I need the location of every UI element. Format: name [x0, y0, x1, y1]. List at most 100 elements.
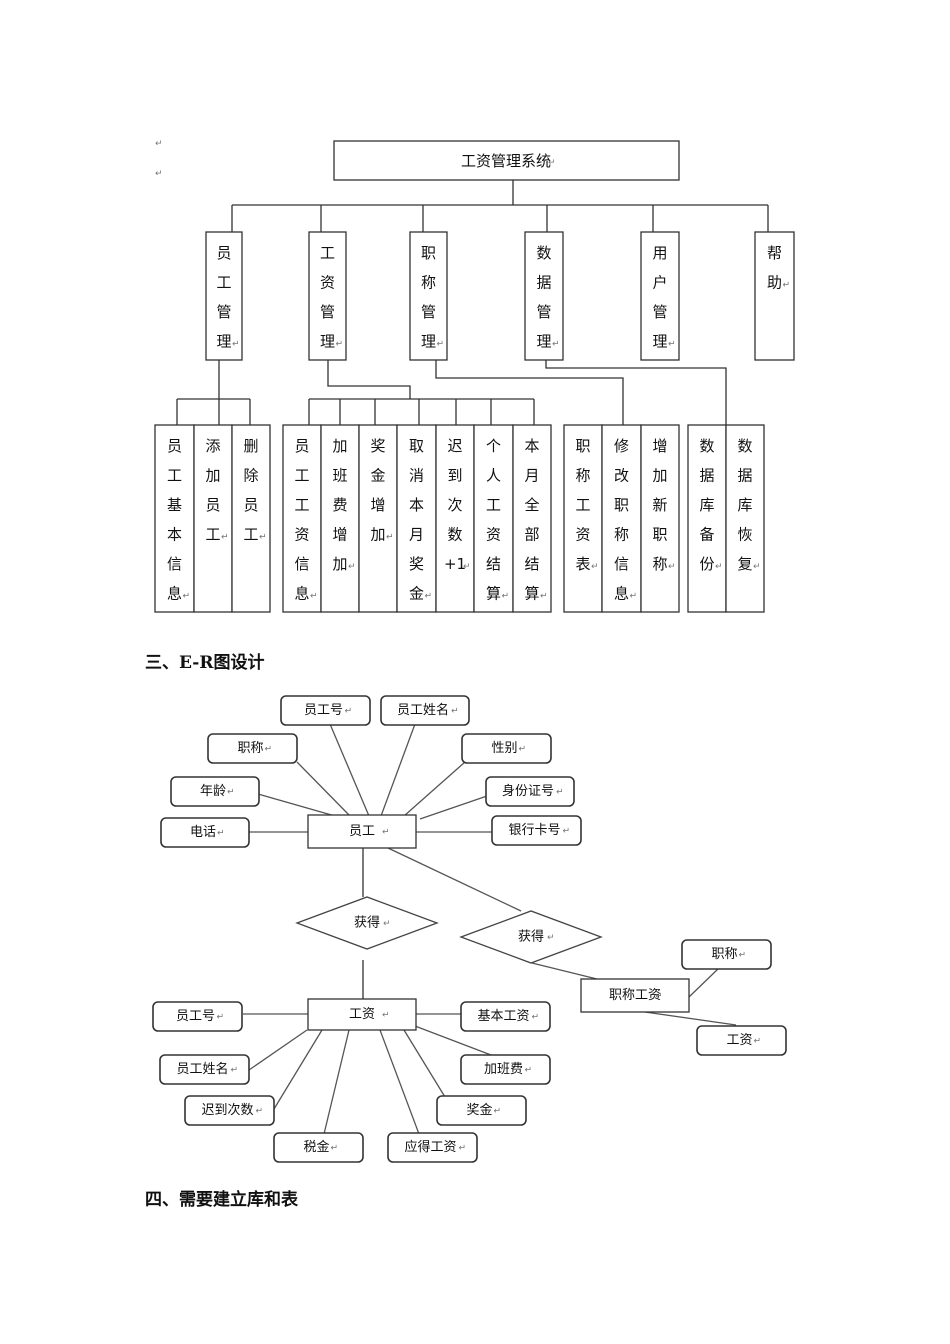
function-label-char: 信 — [167, 555, 182, 573]
paragraph-mark: ↵ — [386, 533, 394, 543]
entity-employee-label: 员工 — [349, 824, 375, 839]
relationship-label: 获得 — [518, 929, 544, 945]
paragraph-mark: ↵ — [183, 592, 191, 602]
paragraph-mark: ↵ — [655, 992, 663, 1002]
attr-overtime-pay-label: 加班费 — [484, 1062, 523, 1077]
relationship-label: 获得 — [354, 915, 380, 931]
attr-bank-card-label: 银行卡号 — [508, 823, 560, 838]
paragraph-mark: ↵ — [217, 829, 225, 839]
paragraph-mark: ↵ — [525, 1066, 533, 1076]
attr-gross-salary — [387, 1132, 478, 1163]
attr-ts-salary — [696, 1025, 787, 1056]
module-label-char: 户 — [652, 274, 667, 292]
function-label-char: 班 — [332, 467, 347, 485]
function-label-char: 增 — [370, 496, 385, 514]
function-label-char: 员 — [243, 496, 258, 514]
attr-late-count — [184, 1095, 275, 1126]
function-label-char: 职 — [575, 437, 590, 455]
attr-salary-employee-name — [159, 1054, 250, 1085]
attr-bonus-label: 奖金 — [466, 1102, 492, 1118]
function-label-char: 工 — [167, 467, 182, 485]
function-label-char: 资 — [294, 526, 309, 544]
function-label-char: 部 — [524, 526, 539, 544]
attr-id-card — [485, 776, 575, 807]
function-label-char: 个 — [486, 437, 501, 455]
function-label-char: 表 — [575, 555, 590, 573]
root-box — [333, 140, 680, 181]
function-label-char: 本 — [409, 496, 424, 514]
function-label-char: 工 — [205, 526, 220, 544]
module-label-char: 据 — [536, 274, 551, 292]
attribute-connector — [379, 1029, 420, 1135]
paragraph-mark: ↵ — [494, 1107, 502, 1117]
paragraph-mark: ↵ — [451, 707, 459, 717]
module-label-char: 管 — [652, 303, 667, 321]
entity-title-salary — [580, 978, 690, 1013]
paragraph-mark: ↵ — [259, 533, 267, 543]
attribute-connector — [323, 1029, 350, 1135]
paragraph-mark: ↵ — [463, 562, 471, 572]
function-box — [435, 424, 475, 613]
function-label-char: 员 — [294, 437, 309, 455]
attr-salary-employee-name-label: 员工姓名 — [176, 1061, 228, 1077]
paragraph-mark: ↵ — [425, 592, 433, 602]
function-box — [193, 424, 233, 613]
entity-title-salary-label: 职称工资 — [609, 988, 661, 1003]
paragraph-mark: ↵ — [221, 533, 229, 543]
function-label-char: 数 — [699, 437, 714, 455]
module-label-char: 称 — [421, 274, 436, 292]
function-label-char: 删 — [243, 437, 258, 455]
paragraph-mark: ↵ — [231, 1066, 239, 1076]
function-label-char: 恢 — [737, 526, 752, 544]
function-box — [640, 424, 680, 613]
section-heading-er-design: 三、E-R图设计 — [145, 653, 265, 673]
function-label-char: 算 — [524, 585, 539, 603]
paragraph-mark: ↵ — [591, 562, 599, 572]
function-label-char: 工 — [486, 496, 501, 514]
module-box — [409, 231, 448, 361]
entity-employee — [307, 814, 417, 849]
paragraph-mark: ↵ — [547, 933, 555, 943]
paragraph-mark: ↵ — [382, 1011, 390, 1021]
function-label-char: 奖 — [409, 555, 424, 573]
paragraph-mark: ↵ — [715, 562, 723, 572]
module-label-char: 理 — [421, 333, 436, 351]
relationship-connector — [531, 962, 602, 981]
function-label-char: 库 — [699, 496, 714, 514]
function-label-char: 结 — [486, 555, 501, 573]
function-label-char: 称 — [575, 467, 590, 485]
module-label-char: 用 — [652, 244, 667, 262]
function-label-char: 息 — [167, 585, 182, 603]
paragraph-mark: ↵ — [217, 1013, 225, 1023]
attr-ts-title — [681, 939, 772, 970]
attribute-connector — [403, 761, 466, 817]
function-label-char: 加 — [332, 437, 347, 455]
attr-id-card-label: 身份证号 — [502, 783, 554, 799]
function-label-char: 增 — [652, 437, 667, 455]
module-label-char: 管 — [216, 303, 231, 321]
function-box — [358, 424, 398, 613]
attr-age-label: 年龄 — [200, 784, 226, 799]
function-label-char: 复 — [737, 555, 752, 573]
attr-employee-id — [280, 695, 371, 726]
salary-mgmt-connector — [327, 360, 411, 399]
function-label-char: 员 — [167, 437, 182, 455]
function-label-char: 新 — [652, 496, 667, 514]
function-box — [282, 424, 322, 613]
function-label-char: 职 — [614, 496, 629, 514]
function-label-char: 息 — [614, 585, 629, 603]
function-label-char: 数 — [447, 526, 462, 544]
paragraph-mark: ↵ — [668, 562, 676, 572]
module-label-char: 职 — [421, 244, 436, 262]
function-label-char: 资 — [486, 526, 501, 544]
attr-ts-salary-label: 工资 — [726, 1033, 752, 1048]
function-label-char: 息 — [294, 585, 309, 603]
attr-employee-name — [380, 695, 470, 726]
function-label-char: 迟 — [447, 437, 462, 455]
function-label-char: 称 — [652, 555, 667, 573]
function-label-char: 工 — [294, 467, 309, 485]
module-label-char: 理 — [652, 333, 667, 351]
module-box — [754, 231, 795, 361]
function-label-char: 改 — [614, 467, 629, 485]
